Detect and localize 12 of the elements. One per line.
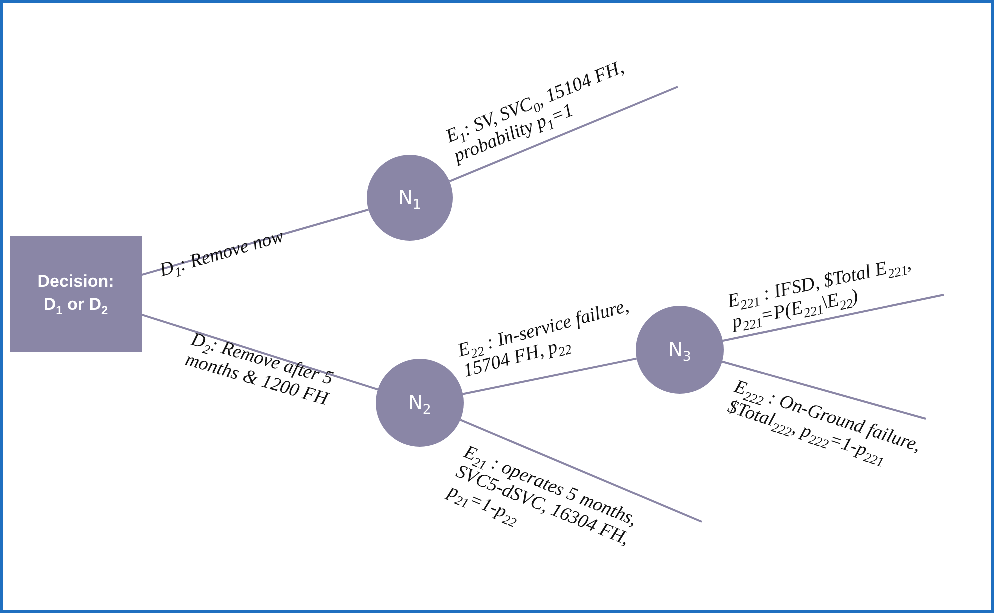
branch-line: [462, 358, 638, 396]
decision-box: [10, 236, 142, 352]
node-label: N$_{2}$: [408, 392, 432, 414]
node-label: N$_{1}$: [398, 187, 422, 209]
node-label: N$_{3}$: [668, 339, 692, 361]
branch-line: [142, 314, 378, 391]
branch-line: [722, 294, 944, 342]
node-label: Decision: D$_{1}$ or D$_{2}$: [36, 271, 116, 317]
branch-line: [449, 86, 678, 182]
branch-line: [460, 419, 702, 523]
branch-line: [722, 360, 926, 420]
branch-line: [142, 208, 369, 276]
